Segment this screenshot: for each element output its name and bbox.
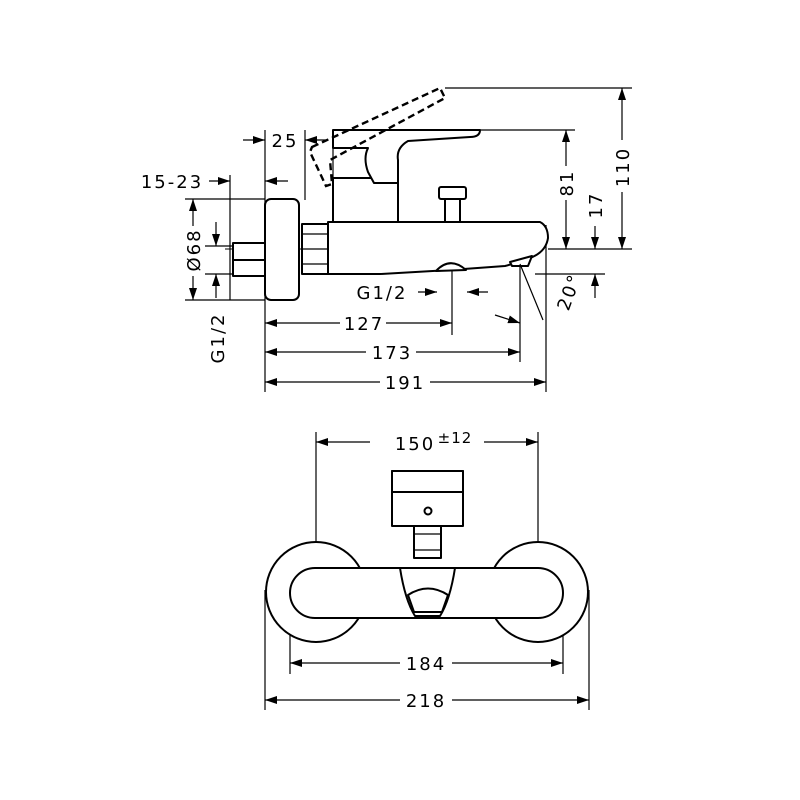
cover-rosette [264, 198, 300, 301]
front-view: 150 ±12 184 218 [264, 428, 590, 712]
dim-g12-vertical-label: G1/2 [208, 313, 229, 364]
dim-218-label: 218 [406, 691, 446, 712]
dim-g12-horizontal-label: G1/2 [357, 283, 408, 304]
side-view: 25 15-23 Ø68 G1/2 G1/2 20° 127 173 191 8… [141, 86, 634, 394]
dim-150-tolerance: ±12 [438, 429, 473, 447]
front-spout [399, 567, 456, 617]
angle-line [519, 263, 544, 321]
dim-81-label: 81 [557, 170, 578, 197]
front-spout-outlet [407, 587, 449, 613]
aerator [435, 262, 467, 272]
spout-outlet [509, 255, 533, 267]
diverter-button [438, 186, 467, 223]
dim-191-label: 191 [385, 373, 425, 394]
dim-15-23-label: 15-23 [141, 172, 203, 193]
lever-open-position [308, 86, 447, 188]
dim-20deg-label: 20° [553, 271, 586, 314]
dim-25-label: 25 [272, 131, 299, 152]
dim-110-label: 110 [613, 147, 634, 187]
handle-base [332, 177, 399, 223]
lever-handle [332, 129, 481, 184]
dim-173-label: 173 [372, 343, 412, 364]
front-handle-cap [391, 470, 464, 493]
dim-150-label: 150 [395, 434, 435, 455]
dim-17-label: 17 [586, 192, 607, 219]
dim-diameter-label: Ø68 [184, 228, 205, 271]
dim-184-label: 184 [406, 654, 446, 675]
front-handle-indicator [423, 506, 433, 516]
dim-127-label: 127 [344, 314, 384, 335]
mixer-body [327, 221, 549, 275]
front-diverter [413, 525, 442, 559]
